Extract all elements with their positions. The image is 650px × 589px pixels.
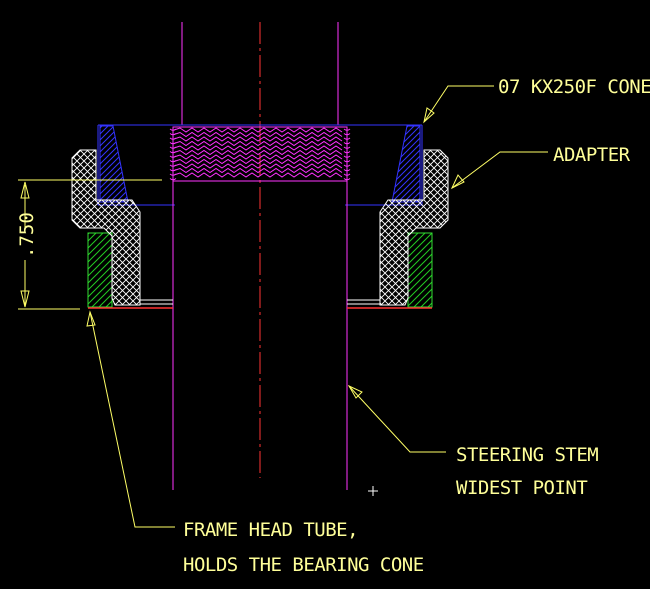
dimension-750: .750 [16, 179, 162, 310]
label-cone: 07 KX250F CONE [498, 76, 650, 98]
bearing-cone [97, 124, 423, 206]
label-adapter: ADAPTER [553, 144, 631, 166]
leader-cone: 07 KX250F CONE [423, 76, 650, 124]
crosshair-cursor-icon [368, 486, 378, 496]
frame-head-tube [87, 232, 433, 309]
label-headtube-2: HOLDS THE BEARING CONE [183, 554, 424, 576]
leader-headtube: FRAME HEAD TUBE, HOLDS THE BEARING CONE [86, 310, 424, 576]
stem-threads [169, 126, 351, 182]
label-stem-1: STEERING STEM [456, 444, 598, 466]
leader-adapter: ADAPTER [450, 144, 631, 190]
leader-stem: STEERING STEM WIDEST POINT [347, 384, 599, 499]
label-headtube-1: FRAME HEAD TUBE, [183, 519, 358, 541]
label-stem-2: WIDEST POINT [456, 477, 587, 499]
dimension-label: .750 [16, 212, 38, 258]
adapter [71, 149, 449, 306]
